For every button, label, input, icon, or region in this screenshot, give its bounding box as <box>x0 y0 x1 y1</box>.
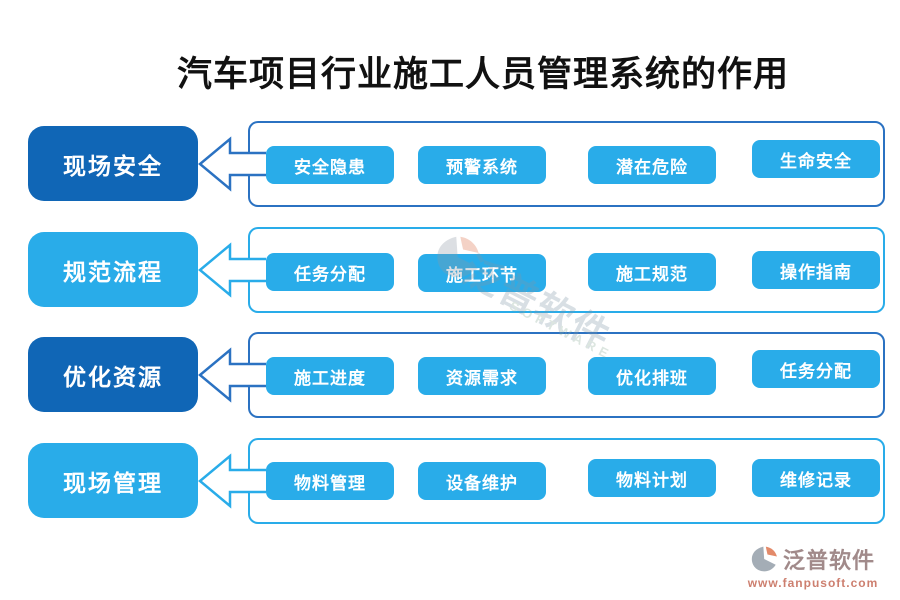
left-arrow-icon <box>198 136 266 192</box>
vendor-url: www.fanpusoft.com <box>747 576 879 590</box>
left-arrow-icon <box>198 453 266 509</box>
item-chip: 任务分配 <box>752 350 880 388</box>
category-label: 优化资源 <box>28 337 198 412</box>
item-chip: 资源需求 <box>418 357 546 395</box>
left-arrow-icon <box>198 347 266 403</box>
item-chip: 施工进度 <box>266 357 394 395</box>
row-standard-process: 任务分配 施工环节 施工规范 操作指南 规范流程 <box>0 227 900 313</box>
item-chip: 任务分配 <box>266 253 394 291</box>
vendor-name: 泛普软件 <box>782 548 875 573</box>
item-chip: 维修记录 <box>752 459 880 497</box>
item-chip: 生命安全 <box>752 140 880 178</box>
category-label: 规范流程 <box>28 232 198 307</box>
category-label: 现场管理 <box>28 443 198 518</box>
fanpu-logo-icon <box>751 546 777 572</box>
item-chip: 潜在危险 <box>588 146 716 184</box>
item-chip: 施工规范 <box>588 253 716 291</box>
item-chip: 物料管理 <box>266 462 394 500</box>
items-panel: 施工进度 资源需求 优化排班 任务分配 <box>248 332 885 418</box>
left-arrow-icon <box>198 242 266 298</box>
row-site-safety: 安全隐患 预警系统 潜在危险 生命安全 现场安全 <box>0 121 900 207</box>
item-chip: 设备维护 <box>418 462 546 500</box>
row-site-management: 物料管理 设备维护 物料计划 维修记录 现场管理 <box>0 438 900 524</box>
items-panel: 任务分配 施工环节 施工规范 操作指南 <box>248 227 885 313</box>
page-title: 汽车项目行业施工人员管理系统的作用 <box>176 55 789 94</box>
item-chip: 物料计划 <box>588 459 716 497</box>
items-panel: 物料管理 设备维护 物料计划 维修记录 <box>248 438 885 524</box>
item-chip: 安全隐患 <box>266 146 394 184</box>
vendor-brand: 泛普软件 www.fanpusoft.com <box>738 543 888 590</box>
item-chip: 预警系统 <box>418 146 546 184</box>
item-chip: 施工环节 <box>418 254 546 292</box>
items-panel: 安全隐患 预警系统 潜在危险 生命安全 <box>248 121 885 207</box>
category-label: 现场安全 <box>28 126 198 201</box>
item-chip: 优化排班 <box>588 357 716 395</box>
row-optimize-resources: 施工进度 资源需求 优化排班 任务分配 优化资源 <box>0 332 900 418</box>
item-chip: 操作指南 <box>752 251 880 289</box>
